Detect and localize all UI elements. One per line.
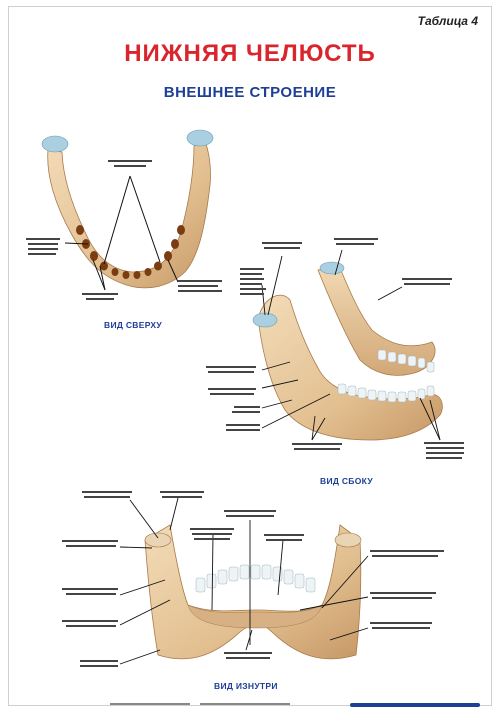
jaw-inside-view (119, 497, 369, 665)
view-label-inside: ВИД ИЗНУТРИ (214, 681, 278, 691)
table-number: Таблица 4 (417, 14, 478, 28)
footer-rule-1 (110, 703, 190, 705)
view-label-side: ВИД СБОКУ (320, 476, 373, 486)
footer-bar (350, 703, 480, 707)
jaw-side-view (252, 249, 443, 441)
poster-title: НИЖНЯЯ ЧЕЛЮСТЬ (124, 40, 376, 67)
poster-subtitle: ВНЕШНЕЕ СТРОЕНИЕ (163, 84, 337, 101)
footer-rule-2 (200, 703, 290, 705)
jaw-top-view (41, 129, 214, 291)
view-label-top: ВИД СВЕРХУ (104, 320, 162, 330)
